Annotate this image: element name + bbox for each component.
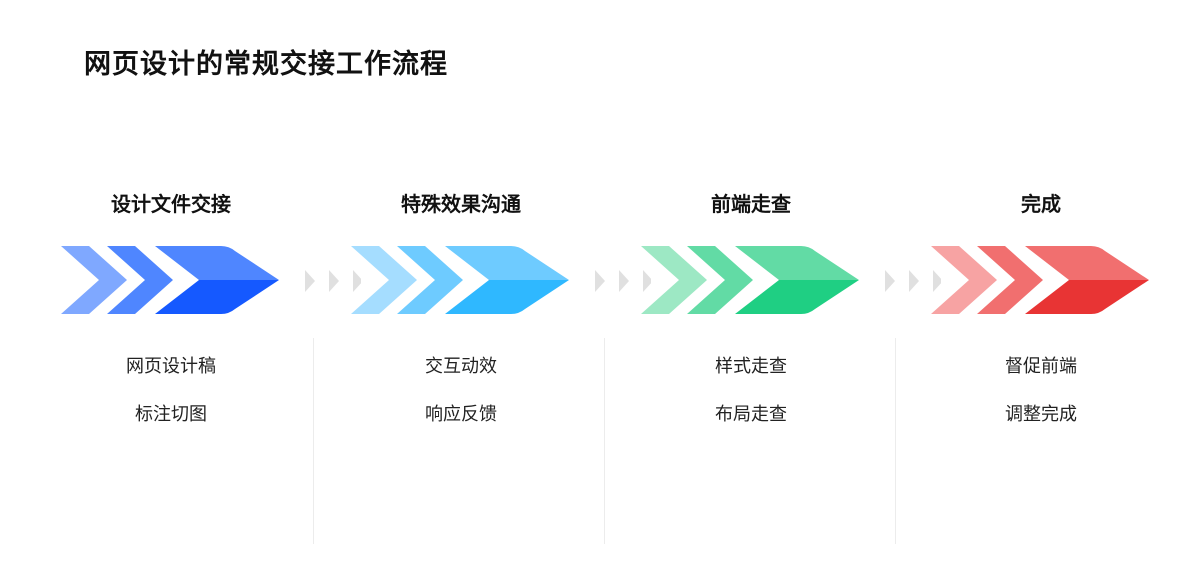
stage-effects-communication: 特殊效果沟通 交互动效 响应反馈 xyxy=(331,0,591,588)
stage-design-handoff: 设计文件交接 网页设计稿 标注切图 xyxy=(41,0,301,588)
stage-title: 特殊效果沟通 xyxy=(401,192,521,216)
stage-item: 交互动效 xyxy=(425,356,497,377)
chevron-arrow-icon xyxy=(641,246,859,314)
page-title: 网页设计的常规交接工作流程 xyxy=(84,49,448,80)
stage-frontend-review: 前端走查 样式走查 布局走查 xyxy=(621,0,881,588)
stage-item: 网页设计稿 xyxy=(126,356,216,377)
connector-arrows-icon xyxy=(885,270,941,292)
connector-arrows-icon xyxy=(595,270,651,292)
stage-item: 样式走查 xyxy=(715,356,787,377)
stage-item: 布局走查 xyxy=(715,404,787,425)
stage-item: 响应反馈 xyxy=(425,404,497,425)
connector-arrows-icon xyxy=(305,270,361,292)
stage-title: 前端走查 xyxy=(711,192,791,216)
stage-title: 完成 xyxy=(1021,192,1061,216)
stage-title: 设计文件交接 xyxy=(111,192,231,216)
chevron-arrow-icon xyxy=(61,246,279,314)
chevron-arrow-icon xyxy=(351,246,569,314)
column-divider xyxy=(895,338,896,544)
column-divider xyxy=(313,338,314,544)
stage-item: 督促前端 xyxy=(1005,356,1077,377)
stage-item: 调整完成 xyxy=(1005,404,1077,425)
stage-item: 标注切图 xyxy=(135,404,207,425)
stage-complete: 完成 督促前端 调整完成 xyxy=(911,0,1171,588)
column-divider xyxy=(604,338,605,544)
chevron-arrow-icon xyxy=(931,246,1149,314)
